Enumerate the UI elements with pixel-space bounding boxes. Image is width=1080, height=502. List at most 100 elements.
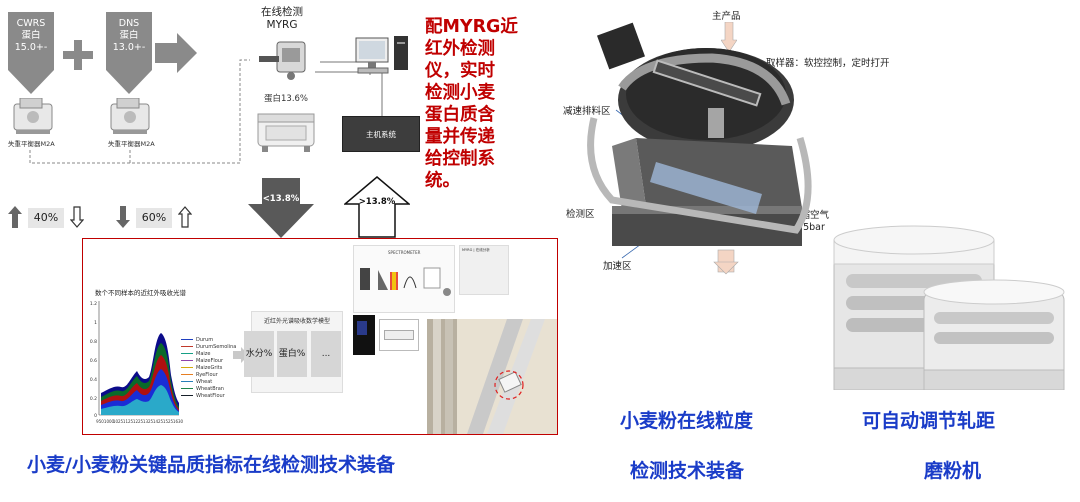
legend-item: MaizeFlour	[181, 358, 241, 365]
x-tick-2: 1025	[113, 419, 124, 424]
gt-arrow-label: >13.8%	[358, 197, 396, 207]
screen-thumb-2	[379, 319, 419, 351]
red-line-7: 给控制系	[425, 149, 495, 169]
legend-swatch	[181, 338, 193, 341]
model-cell-protein: 蛋白%	[277, 331, 307, 377]
legend-label: Wheat	[196, 379, 213, 385]
legend-item: WheatFlour	[181, 393, 241, 400]
x-tick-0: 950	[96, 419, 104, 424]
legend-swatch	[181, 359, 193, 362]
main-product-label: 主产品	[712, 11, 741, 22]
legend-label: RyeFlour	[196, 372, 218, 378]
lt-arrow-label: <13.8%	[262, 194, 300, 204]
x-tick-7: 1525	[163, 419, 174, 424]
x-tick-8: 1630	[173, 419, 184, 424]
gt-up-arrow-icon	[344, 176, 410, 238]
spectrum-bands	[101, 333, 179, 415]
legend-label: DurumSemolina	[196, 344, 237, 350]
protein-value: 蛋白13.6%	[264, 94, 309, 104]
red-line-3: 仪，实时	[425, 61, 495, 81]
right-caption-line2: 磨粉机	[924, 460, 982, 482]
legend-label: MaizeGrits	[196, 365, 223, 371]
legend-swatch	[181, 380, 193, 383]
computer-icon	[355, 36, 408, 74]
legend-label: Maize	[196, 351, 211, 357]
middle-caption-line2: 检测技术装备	[630, 460, 745, 482]
screen-thumb-1	[353, 315, 375, 355]
cwrs-value: 15.0+-	[14, 42, 48, 53]
x-tick-3: 1125	[123, 419, 134, 424]
red-line-8: 统。	[425, 171, 460, 191]
spectrometer-panel: SPECTROMETER	[353, 245, 455, 313]
up-arrow-outline-icon	[178, 206, 192, 228]
spectrometer-label: SPECTROMETER	[388, 250, 421, 255]
granularity-detector-image	[587, 22, 812, 275]
legend-swatch	[181, 352, 193, 355]
host-system-box: 主机系统	[342, 116, 420, 152]
legend-swatch	[181, 366, 193, 369]
middle-caption-line1: 小麦粉在线粒度	[620, 410, 754, 432]
legend-item: Durum	[181, 337, 241, 344]
dns-name: DNS	[118, 18, 140, 29]
legend-item: Wheat	[181, 379, 241, 386]
plus-icon	[63, 40, 93, 70]
x-tick-5: 1325	[143, 419, 154, 424]
lt-down-arrow-icon	[248, 178, 314, 238]
right-arrow-icon	[155, 33, 197, 73]
model-cell-more: ...	[311, 331, 341, 377]
online-detector-title: 在线检测 MYRG	[252, 6, 312, 32]
y-tick-0: 1.2	[90, 301, 97, 307]
host-system-label: 主机系统	[366, 130, 396, 139]
sampler-label: 取样器：软控控制，定时打开	[766, 58, 890, 69]
red-line-2: 红外检测	[425, 39, 495, 59]
pct-40: 40%	[28, 208, 64, 228]
spectrum-y-ticks: 1.2 1 0.8 0.6 0.4 0.2 0	[90, 301, 97, 419]
y-tick-1: 1	[94, 320, 97, 326]
weigh-feeder-1-caption: 失重平衡器M2A	[8, 140, 55, 148]
pct-60: 60%	[136, 208, 172, 228]
legend-swatch	[181, 394, 193, 397]
cwrs-protein: 蛋白	[21, 30, 41, 41]
legend-swatch	[181, 387, 193, 390]
mill-machine-image	[257, 113, 315, 152]
deceleration-zone-label: 减速排料区	[563, 106, 611, 117]
installation-photo	[427, 319, 557, 434]
weigh-feeder-2-image	[110, 98, 150, 134]
model-cell-moisture: 水分%	[244, 331, 274, 377]
model-box-title: 近红外光谱吸收数学模型	[263, 318, 330, 325]
spectro-side-panel: MYRG | 在线分析	[459, 245, 509, 295]
x-tick-6: 1425	[153, 419, 164, 424]
model-cell-moisture-label: 水分%	[245, 349, 273, 359]
nir-inset-panel: 数个不同样本的近红外吸收光谱 1.2 1 0.8 0.6 0.4 0.2 0 9…	[82, 238, 558, 435]
y-tick-4: 0.4	[90, 377, 97, 383]
legend-item: WheatBran	[181, 386, 241, 393]
myrg-detector-image	[259, 41, 306, 80]
legend-item: DurumSemolina	[181, 344, 241, 351]
x-tick-4: 1225	[133, 419, 144, 424]
dns-tag: DNS 蛋白 13.0+-	[106, 12, 152, 94]
y-tick-5: 0.2	[90, 396, 97, 402]
y-tick-6: 0	[94, 413, 97, 419]
x-tick-1: 1000	[104, 419, 115, 424]
red-line-4: 检测小麦	[425, 83, 495, 103]
legend-item: MaizeGrits	[181, 365, 241, 372]
legend-item: Maize	[181, 351, 241, 358]
legend-swatch	[181, 345, 193, 348]
compressed-air-line2: 0.5bar	[794, 222, 825, 233]
compressed-air-label: 压缩空气 0.5bar	[791, 210, 829, 234]
spectrum-chart-title: 数个不同样本的近红外吸收光谱	[95, 289, 186, 297]
screw-conveyor	[652, 59, 762, 107]
cwrs-tag: CWRS 蛋白 15.0+-	[8, 12, 54, 94]
detection-zone-label: 检测区	[566, 209, 595, 220]
red-line-1: 配MYRG近	[425, 17, 518, 37]
y-tick-2: 0.8	[90, 339, 97, 345]
spectrometer-diagram	[360, 267, 451, 296]
spectrum-legend: Durum DurumSemolina Maize MaizeFlour Mai…	[181, 337, 241, 400]
bottom-left-caption: 小麦/小麦粉关键品质指标在线检测技术装备	[27, 454, 395, 476]
spectrum-x-ticks: 950 1000 1025 1125 1225 1325 1425 1525 1…	[96, 419, 183, 424]
dns-value: 13.0+-	[112, 42, 146, 53]
connection-lines	[29, 59, 383, 164]
weigh-feeder-1-image	[13, 98, 53, 134]
acceleration-zone-label: 加速区	[603, 261, 632, 272]
legend-label: Durum	[196, 337, 214, 343]
